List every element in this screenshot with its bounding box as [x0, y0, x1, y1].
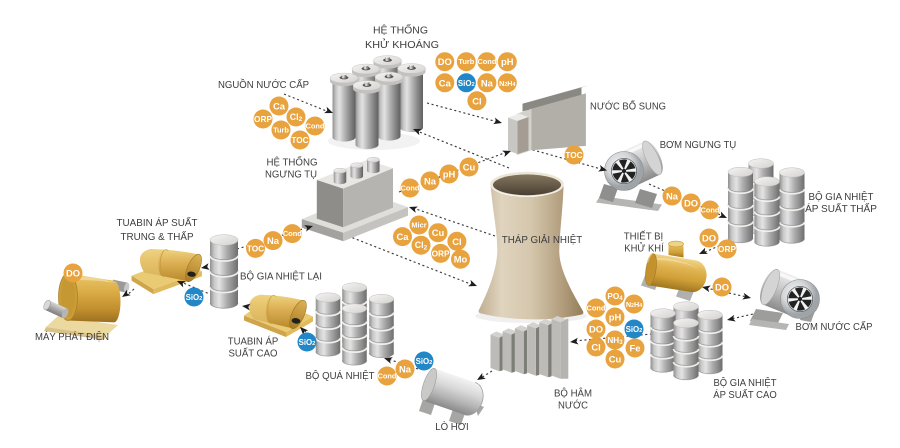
- svg-text:Na: Na: [267, 235, 280, 246]
- svg-text:SiO2: SiO2: [626, 325, 643, 335]
- svg-text:HỆ THỐNG: HỆ THỐNG: [373, 23, 428, 37]
- svg-text:SUẤT CAO: SUẤT CAO: [229, 347, 278, 360]
- svg-text:DO: DO: [684, 198, 698, 209]
- svg-text:SiO2: SiO2: [458, 78, 475, 88]
- svg-text:Mo: Mo: [454, 254, 468, 265]
- svg-text:TOC: TOC: [565, 150, 582, 160]
- svg-text:Cond: Cond: [401, 184, 420, 193]
- svg-text:ORP: ORP: [718, 244, 736, 254]
- svg-text:pH: pH: [501, 56, 514, 67]
- svg-text:Ca: Ca: [439, 77, 452, 88]
- svg-text:Cl2: Cl2: [415, 240, 428, 251]
- svg-text:Micr: Micr: [411, 221, 426, 230]
- svg-text:DO: DO: [438, 56, 452, 67]
- svg-text:Cond: Cond: [587, 304, 606, 313]
- svg-text:pH: pH: [443, 169, 456, 180]
- svg-text:Turb: Turb: [458, 57, 474, 66]
- svg-text:Cond: Cond: [283, 229, 302, 238]
- svg-text:NƯỚC BỔ SUNG: NƯỚC BỔ SUNG: [590, 99, 666, 112]
- svg-text:DO: DO: [715, 282, 729, 293]
- svg-text:Fe: Fe: [630, 343, 641, 354]
- svg-text:BỘ GIA NHIỆT LẠI: BỘ GIA NHIỆT LẠI: [240, 270, 322, 283]
- svg-text:SiO2: SiO2: [299, 338, 316, 348]
- svg-text:THÁP GIẢI NHIỆT: THÁP GIẢI NHIỆT: [502, 233, 583, 246]
- svg-text:ORP: ORP: [254, 114, 272, 124]
- svg-text:Cl: Cl: [472, 95, 481, 106]
- svg-text:Na: Na: [399, 364, 412, 375]
- svg-text:KHỬ KHOÁNG: KHỬ KHOÁNG: [365, 38, 439, 51]
- svg-text:NGƯNG TỤ: NGƯNG TỤ: [265, 169, 317, 181]
- svg-text:BỘ GIA NHIỆT: BỘ GIA NHIỆT: [809, 190, 875, 203]
- svg-text:Cl2: Cl2: [290, 112, 303, 123]
- svg-text:Turb: Turb: [273, 126, 289, 135]
- svg-text:ÁP SUẤT CAO: ÁP SUẤT CAO: [713, 388, 777, 401]
- svg-text:ÁP SUẤT THẤP: ÁP SUẤT THẤP: [805, 202, 877, 215]
- svg-text:Na: Na: [481, 77, 494, 88]
- svg-text:PO4: PO4: [607, 292, 623, 302]
- svg-text:Cond: Cond: [477, 57, 496, 66]
- svg-text:SiO2: SiO2: [186, 293, 203, 303]
- svg-text:TRUNG & THẤP: TRUNG & THẤP: [121, 230, 194, 243]
- svg-text:BỘ GIA NHIỆT: BỘ GIA NHIỆT: [714, 376, 778, 389]
- svg-text:Na: Na: [424, 176, 437, 187]
- svg-text:Cl: Cl: [452, 236, 461, 247]
- svg-text:KHỬ KHÍ: KHỬ KHÍ: [624, 242, 663, 255]
- svg-text:HỆ THỐNG: HỆ THỐNG: [267, 155, 318, 169]
- svg-text:DO: DO: [66, 268, 80, 279]
- svg-text:N2H4: N2H4: [499, 78, 515, 88]
- svg-text:DO: DO: [589, 324, 603, 335]
- svg-text:Cond: Cond: [378, 372, 397, 381]
- svg-text:BƠM NƯỚC CẤP: BƠM NƯỚC CẤP: [796, 320, 873, 333]
- svg-text:TOC: TOC: [247, 243, 264, 253]
- svg-text:ORP: ORP: [432, 248, 450, 258]
- svg-text:MÁY PHÁT ĐIỆN: MÁY PHÁT ĐIỆN: [35, 330, 109, 343]
- svg-text:Cu: Cu: [609, 354, 622, 365]
- svg-text:pH: pH: [609, 312, 622, 323]
- svg-text:Cu: Cu: [463, 162, 476, 173]
- svg-text:NGUỒN NƯỚC CẤP: NGUỒN NƯỚC CẤP: [218, 78, 309, 91]
- svg-text:LÒ HƠI: LÒ HƠI: [435, 420, 469, 433]
- svg-text:BỘ QUÁ NHIỆT: BỘ QUÁ NHIỆT: [306, 369, 376, 382]
- svg-text:Cond: Cond: [701, 206, 720, 215]
- svg-text:BƠM NGƯNG TỤ: BƠM NGƯNG TỤ: [660, 139, 737, 151]
- svg-text:BỘ HÂM: BỘ HÂM: [554, 387, 592, 400]
- svg-text:NH3: NH3: [607, 336, 623, 346]
- svg-text:TUABIN ÁP SUẤT: TUABIN ÁP SUẤT: [117, 216, 199, 229]
- svg-text:Cond: Cond: [306, 122, 325, 131]
- svg-text:Cl: Cl: [591, 342, 600, 353]
- svg-text:Ca: Ca: [397, 231, 410, 242]
- svg-text:SiO2: SiO2: [416, 357, 433, 367]
- svg-text:N2H4: N2H4: [626, 300, 642, 310]
- svg-text:Cu: Cu: [432, 227, 445, 238]
- svg-text:NƯỚC: NƯỚC: [558, 399, 588, 412]
- svg-text:Na: Na: [666, 191, 679, 202]
- svg-text:Ca: Ca: [273, 101, 286, 112]
- svg-text:TUABIN ÁP: TUABIN ÁP: [228, 335, 279, 348]
- svg-text:DO: DO: [702, 233, 716, 244]
- svg-text:TOC: TOC: [291, 135, 308, 145]
- svg-text:THIẾT BỊ: THIẾT BỊ: [624, 230, 663, 243]
